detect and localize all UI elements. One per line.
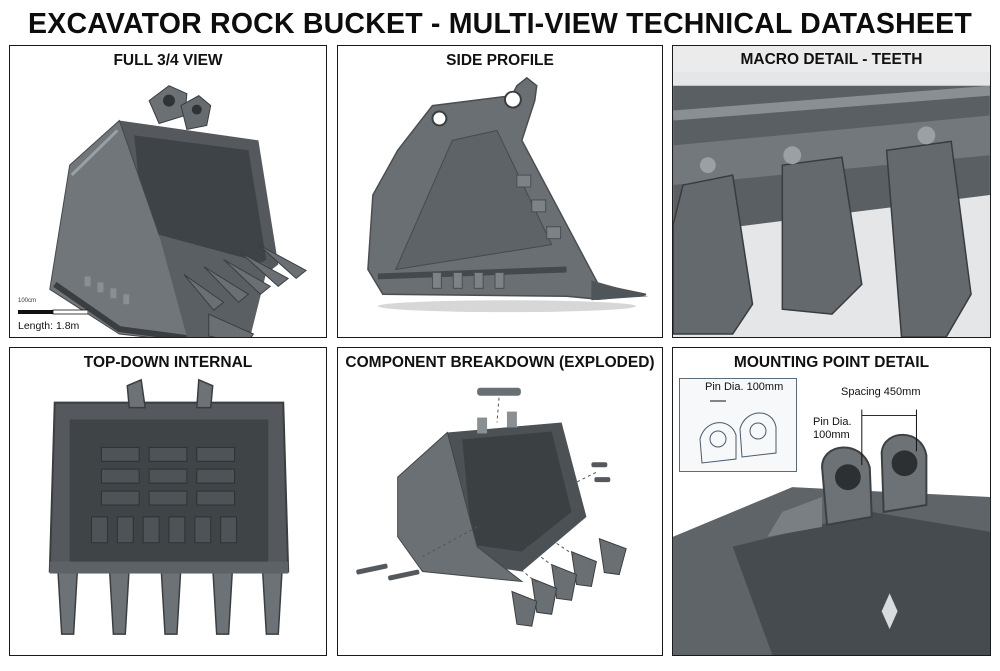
panel-side-profile: SIDE PROFILE [337, 45, 663, 338]
panel-macro-detail-teeth: MACRO DETAIL - TEETH [672, 45, 991, 338]
datasheet-title: EXCAVATOR ROCK BUCKET - MULTI-VIEW TECHN… [28, 8, 972, 40]
pin-diameter-callout-line2: 100mm [813, 429, 850, 441]
inset-pin-diameter-callout: Pin Dia. 100mm [705, 381, 784, 393]
pin-diagram-inset [679, 378, 797, 472]
bucket-side-profile-image [367, 76, 648, 313]
panel-title: TOP-DOWN INTERNAL [83, 354, 253, 371]
panel-component-breakdown-exploded: COMPONENT BREAKDOWN (EXPLODED) [337, 347, 663, 656]
bucket-three-quarter-image [49, 85, 307, 337]
scale-bar [18, 309, 88, 315]
bucket-exploded-image [356, 387, 627, 627]
mounting-point-image [673, 409, 990, 655]
bucket-top-down-image [48, 378, 290, 635]
pin-line-drawing [699, 400, 777, 464]
panel-mounting-point-detail: MOUNTING POINT DETAIL Pin Dia. 100mm Spa… [672, 347, 991, 656]
panel-title: SIDE PROFILE [446, 52, 554, 69]
panel-title: MACRO DETAIL - TEETH [673, 46, 990, 72]
scale-length-label: Length: 1.8m [18, 320, 80, 332]
panel-title: COMPONENT BREAKDOWN (EXPLODED) [345, 354, 655, 371]
scale-bar-unit: 100cm [18, 298, 37, 304]
panel-title: FULL 3/4 VIEW [113, 52, 223, 69]
panel-title: MOUNTING POINT DETAIL [733, 354, 930, 371]
panel-top-down-internal: TOP-DOWN INTERNAL [9, 347, 327, 656]
spacing-callout: Spacing 450mm [841, 386, 921, 398]
panel-full-three-quarter-view: FULL 3/4 VIEW 100cm [9, 45, 327, 338]
bucket-teeth-macro-image [673, 46, 990, 337]
pin-diameter-callout-line1: Pin Dia. [813, 416, 852, 428]
